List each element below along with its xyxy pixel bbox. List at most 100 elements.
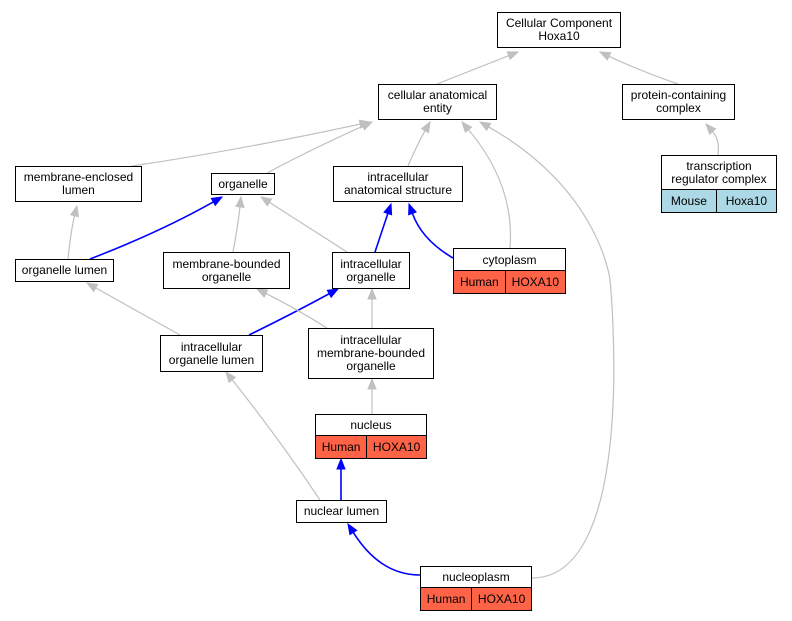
edge-nuclear-lumen-to-intracellular-organelle-lumen — [225, 370, 321, 501]
edge-line — [467, 129, 512, 249]
edge-line — [131, 123, 361, 167]
annotation-row: Human HOXA10 — [421, 587, 532, 610]
annotation-row: Mouse Hoxa10 — [662, 189, 776, 212]
edge-membrane-enclosed-lumen-to-cellular-anatomical-entity — [131, 119, 372, 167]
edge-nucleoplasm-to-nuclear-lumen — [347, 522, 421, 576]
edge-line — [436, 55, 509, 85]
gene-cell: HOXA10 — [366, 436, 427, 458]
node-organelle[interactable]: organelle — [211, 173, 275, 195]
node-label-line: entity — [423, 101, 452, 115]
edge-arrowhead — [225, 370, 237, 384]
species-cell: Human — [421, 588, 472, 610]
edge-line — [411, 213, 454, 259]
edge-arrowhead — [408, 202, 418, 216]
edge-cellular-anatomical-entity-to-cellular-component — [436, 51, 520, 85]
edge-arrowhead — [259, 196, 273, 207]
node-membrane-bounded-organelle[interactable]: membrane-bounded organelle — [163, 252, 290, 289]
edge-arrowhead — [85, 282, 99, 293]
edge-transcription-regulator-complex-to-protein-containing-complex — [705, 122, 720, 156]
edge-intracellular-organelle-to-organelle — [259, 196, 348, 253]
species-cell: Human — [454, 271, 505, 293]
edge-line — [232, 206, 241, 253]
edge-line — [95, 287, 181, 336]
edge-intracellular-organelle-lumen-to-intracellular-organelle — [248, 288, 340, 336]
annotation-row: Human HOXA10 — [454, 270, 566, 293]
node-cellular-anatomical-entity[interactable]: cellular anatomical entity — [378, 84, 497, 120]
edge-line — [488, 126, 615, 579]
edge-nuclear-lumen-to-nucleus — [336, 457, 346, 501]
node-nuclear-lumen[interactable]: nuclear lumen — [296, 500, 387, 523]
node-label-line: nuclear lumen — [303, 504, 380, 518]
node-organelle-lumen[interactable]: organelle lumen — [15, 259, 114, 282]
node-cytoplasm[interactable]: cytoplasm Human HOXA10 — [453, 248, 566, 294]
edge-organelle-to-cellular-anatomical-entity — [266, 121, 374, 174]
edge-protein-containing-complex-to-cellular-component — [598, 51, 679, 85]
edge-intracellular-organelle-to-intracellular-anatomical-structure — [374, 202, 393, 253]
edge-line — [266, 125, 364, 174]
edge-line — [231, 379, 321, 501]
edge-organelle-lumen-to-membrane-enclosed-lumen — [67, 204, 80, 260]
gene-cell: HOXA10 — [504, 271, 566, 293]
node-label-line: transcription — [686, 159, 752, 173]
node-cellular-component[interactable]: Cellular Component Hoxa10 — [497, 12, 621, 48]
node-intracellular-organelle[interactable]: intracellular organelle — [332, 252, 410, 289]
node-label-line: organelle — [346, 359, 396, 373]
node-label-line: intracellular — [367, 170, 429, 184]
node-label-line: cytoplasm — [482, 252, 537, 267]
edge-arrowhead — [478, 121, 492, 132]
edge-line — [407, 130, 426, 167]
edge-arrowhead — [360, 121, 374, 131]
node-label-line: Cellular Component — [505, 16, 613, 30]
node-label-line: intracellular — [180, 339, 243, 354]
edge-line — [248, 293, 330, 336]
edge-arrowhead — [210, 196, 224, 207]
edge-line — [374, 213, 389, 253]
edge-arrowhead — [347, 522, 358, 536]
node-label-line: anatomical structure — [343, 183, 453, 197]
node-intracellular-organelle-lumen[interactable]: intracellular organelle lumen — [160, 335, 263, 372]
node-label-line: cellular anatomical — [387, 88, 488, 102]
node-label-line: membrane-enclosed — [23, 170, 134, 184]
edge-line — [352, 532, 421, 576]
node-nucleoplasm[interactable]: nucleoplasm Human HOXA10 — [420, 566, 532, 611]
edge-membrane-bounded-organelle-to-organelle — [232, 195, 245, 253]
node-intracellular-anatomical-structure[interactable]: intracellular anatomical structure — [333, 166, 463, 202]
edge-arrowhead — [420, 120, 431, 134]
species-cell: Human — [316, 436, 367, 458]
edge-nucleoplasm-to-cellular-anatomical-entity — [478, 121, 615, 579]
node-label-line: nucleoplasm — [442, 570, 510, 584]
edge-line — [89, 201, 214, 260]
node-membrane-enclosed-lumen[interactable]: membrane-enclosed lumen — [15, 166, 142, 202]
node-label-line: regulator complex — [671, 172, 767, 186]
species-cell: Mouse — [662, 190, 716, 212]
edge-organelle-lumen-to-organelle — [89, 196, 224, 260]
edge-arrowhead — [506, 51, 520, 61]
edge-line — [265, 292, 328, 329]
edge-arrowhead — [705, 122, 717, 136]
edge-cytoplasm-to-cellular-anatomical-entity — [461, 120, 512, 249]
node-protein-containing-complex[interactable]: protein-containing complex — [622, 84, 735, 120]
node-nucleus[interactable]: nucleus Human HOXA10 — [315, 414, 427, 459]
node-label-line: organelle — [218, 176, 268, 191]
gene-cell: Hoxa10 — [715, 190, 776, 212]
edge-arrowhead — [598, 51, 612, 61]
edge-arrowhead — [255, 288, 269, 298]
node-intracellular-membrane-bounded-organelle[interactable]: intracellular membrane-bounded organelle — [308, 328, 434, 379]
edge-arrowhead — [461, 120, 473, 134]
node-label-line: lumen — [62, 183, 95, 197]
edge-arrowhead — [69, 204, 80, 218]
edge-cytoplasm-to-intracellular-anatomical-structure — [408, 202, 454, 259]
edge-arrowhead — [336, 457, 346, 470]
edge-intracellular-anatomical-structure-to-cellular-anatomical-entity — [407, 120, 431, 167]
node-transcription-regulator-complex[interactable]: transcription regulator complex Mouse Ho… — [661, 155, 777, 213]
edge-intracellular-membrane-bounded-organelle-to-membrane-bounded-organelle — [255, 288, 328, 329]
edge-line — [608, 55, 679, 85]
edge-line — [67, 215, 76, 260]
edge-arrowhead — [235, 195, 245, 208]
edge-arrowhead — [383, 202, 393, 216]
edge-line — [269, 201, 348, 253]
node-label-line: intracellular — [340, 333, 402, 347]
node-label-line: membrane-bounded — [316, 346, 426, 360]
node-label-line: organelle — [201, 269, 252, 284]
edge-arrowhead — [326, 288, 340, 299]
